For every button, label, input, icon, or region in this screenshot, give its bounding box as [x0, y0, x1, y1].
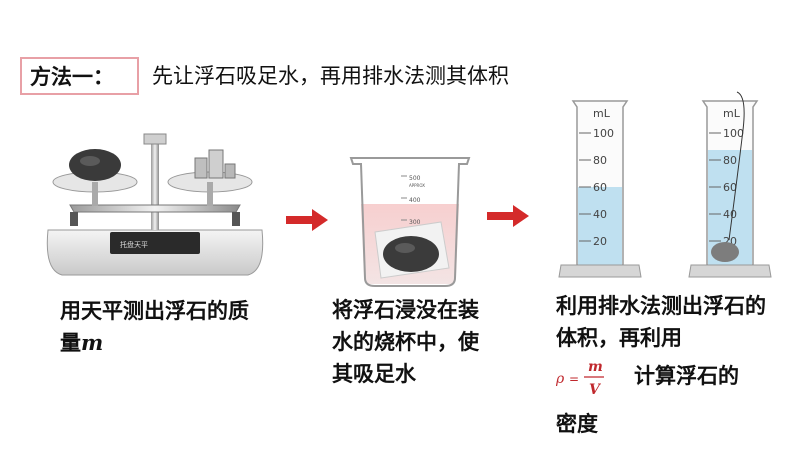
balance-scale-figure: 托盘天平	[46, 133, 264, 276]
pumice-stone	[711, 242, 739, 262]
formula-rho: ρ	[556, 371, 565, 387]
graduated-cylinder-with-stone-figure: mL 100 80 60 40 20	[688, 91, 772, 278]
cylinder-unit-label: mL	[593, 107, 611, 120]
string-line	[728, 91, 745, 241]
cylinder-tick-label: 60	[593, 181, 607, 194]
method-label: 方法一：	[30, 65, 114, 89]
graduated-cylinder-figure: mL 100 80 60 40 20	[558, 100, 642, 278]
step3-caption: 利用排水法测出浮石的体积，再利用	[556, 294, 766, 350]
cylinder-tick-label: 60	[723, 181, 737, 194]
formula-denominator: V	[589, 382, 602, 398]
weight-block	[224, 163, 236, 179]
mass-variable: m	[81, 330, 104, 355]
step1-text: 用天平测出浮石的质量	[60, 299, 249, 355]
step3-caption-end: 密度	[556, 412, 598, 436]
method-label-box: 方法一：	[20, 57, 139, 95]
weight-block	[194, 157, 208, 179]
cylinder-unit-label: mL	[723, 107, 741, 120]
cylinder-tick-label: 40	[593, 208, 607, 221]
cylinder-tick-label: 20	[593, 235, 607, 248]
cylinder-tick-label: 100	[593, 127, 614, 140]
beaker-tick-label: 500	[409, 175, 421, 182]
beaker-unit-label: APPROX	[409, 183, 425, 188]
beaker-tick-label: 400	[409, 197, 421, 204]
weight-block	[208, 149, 224, 179]
beaker-tick-label: 300	[409, 219, 421, 226]
pumice-stone	[383, 236, 439, 272]
beaker-figure: 500 APPROX 400 300 200 100	[349, 157, 471, 287]
step1-caption: 用天平测出浮石的质量m	[60, 295, 250, 359]
formula-numerator: m	[588, 359, 603, 375]
right-arrow-icon	[487, 205, 529, 227]
step3-caption-after: 计算浮石的	[634, 364, 739, 388]
density-formula: ρ = m V	[556, 359, 604, 398]
step2-caption: 将浮石浸没在装水的烧杯中，使其吸足水	[332, 298, 479, 386]
method-description: 先让浮石吸足水，再用排水法测其体积	[152, 64, 509, 88]
formula-equals: =	[569, 372, 579, 386]
cylinder-tick-label: 40	[723, 208, 737, 221]
balance-label: 托盘天平	[120, 240, 148, 249]
cylinder-tick-label: 100	[723, 127, 744, 140]
right-arrow-icon	[286, 209, 328, 231]
cylinder-tick-label: 80	[723, 154, 737, 167]
cylinder-tick-label: 80	[593, 154, 607, 167]
